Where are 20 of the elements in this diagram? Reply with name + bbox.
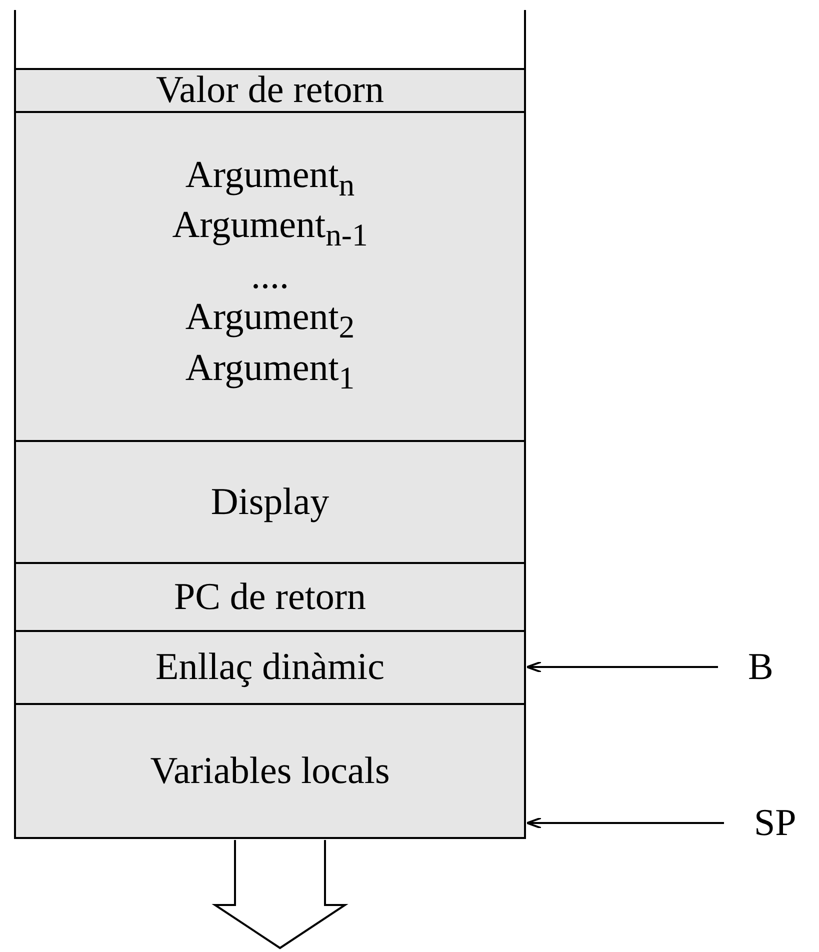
stack-slot (14, 68, 526, 113)
slot-label: .... (251, 256, 289, 297)
pointer-arrow (526, 661, 718, 673)
stack-slot (14, 703, 526, 839)
slot-label: Argument$_{n-1}$ (172, 205, 368, 255)
stack-slot (14, 562, 526, 632)
slot-label: Valor de retorn (156, 70, 384, 111)
slot-label: Enllaç dinàmic (156, 647, 384, 688)
pointer-arrow (526, 817, 724, 829)
slot-label: Argument$_{n}$ (185, 154, 355, 204)
pointer-label: SP (754, 802, 796, 844)
slot-label: Display (210, 482, 330, 522)
stack-slot (14, 440, 526, 564)
slot-label: Variables locals (150, 750, 390, 792)
stack-slot (14, 630, 526, 705)
pointer-label: B (748, 646, 774, 688)
slot-label: Argument$_{1}$ (185, 348, 355, 398)
slot-label: PC de retorn (174, 576, 366, 618)
slot-label: Argument$_{2}$ (185, 297, 355, 347)
stack-slot (14, 111, 526, 442)
